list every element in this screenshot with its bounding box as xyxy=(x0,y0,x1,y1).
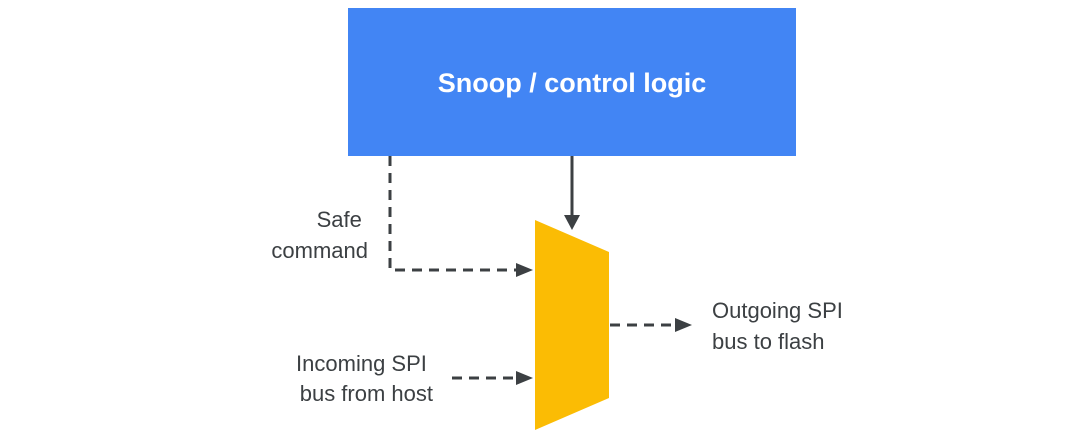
incoming-arrowhead xyxy=(516,371,533,385)
safe-command-label-line2: command xyxy=(271,238,368,263)
control-logic-title: Snoop / control logic xyxy=(438,68,706,98)
outgoing-spi-wire xyxy=(610,318,692,332)
outgoing-spi-label-line1: Outgoing SPI xyxy=(712,298,843,323)
select-arrowhead xyxy=(564,215,580,230)
control-select-wire xyxy=(564,156,580,230)
safe-command-label: Safe command xyxy=(271,207,368,263)
incoming-spi-label-line2: bus from host xyxy=(300,381,433,406)
control-logic-block: Snoop / control logic xyxy=(348,8,796,156)
control-logic-rect xyxy=(348,8,796,156)
incoming-spi-label: Incoming SPI bus from host xyxy=(296,351,433,406)
safe-command-label-line1: Safe xyxy=(317,207,362,232)
outgoing-spi-label-line2: bus to flash xyxy=(712,329,825,354)
outgoing-spi-label: Outgoing SPI bus to flash xyxy=(712,298,849,354)
outgoing-arrowhead xyxy=(675,318,692,332)
multiplexer-block xyxy=(535,220,609,430)
incoming-spi-wire xyxy=(452,371,533,385)
safe-command-arrowhead xyxy=(516,263,533,277)
safe-command-wire xyxy=(388,156,533,277)
incoming-spi-label-line1: Incoming SPI xyxy=(296,351,427,376)
